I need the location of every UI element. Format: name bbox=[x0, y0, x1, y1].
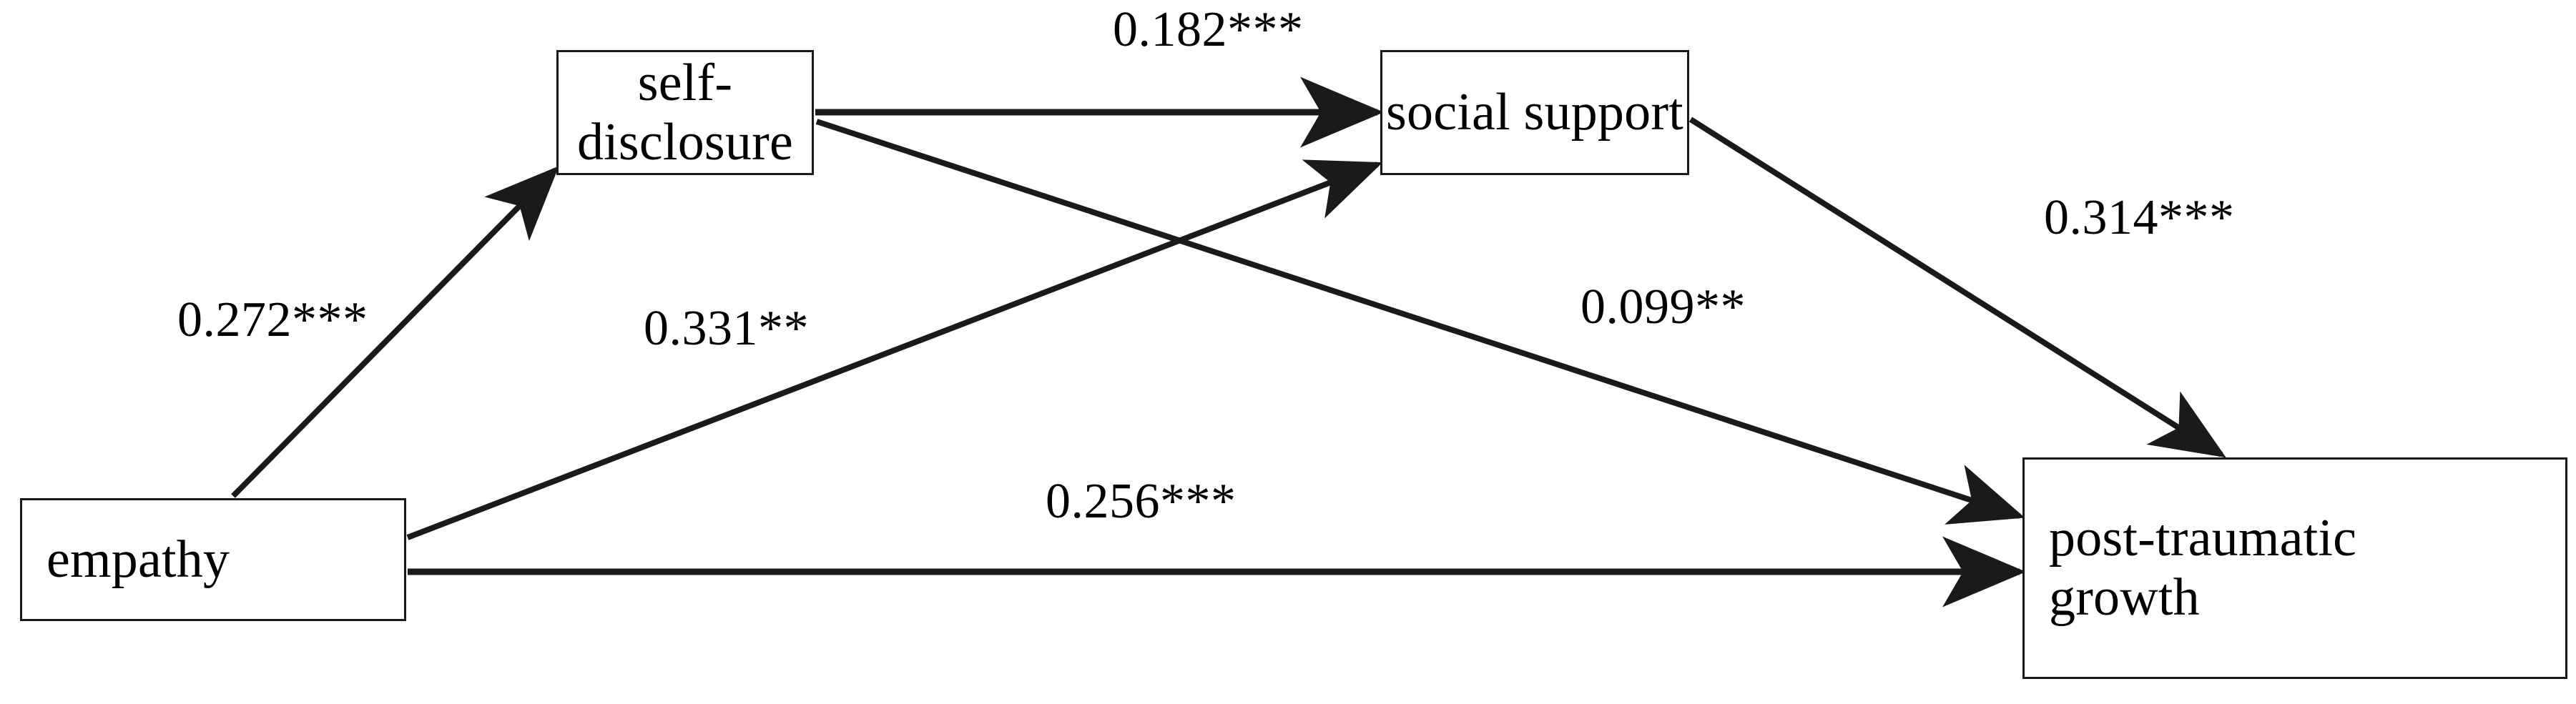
edge-label-self-disclosure-to-social-support: 0.182*** bbox=[1113, 2, 1304, 57]
edge-label-empathy-to-social-support: 0.331** bbox=[644, 301, 809, 356]
node-empathy[interactable]: empathy bbox=[20, 498, 406, 621]
edge-empathy-to-social-support bbox=[406, 159, 1383, 540]
node-self-disclosure[interactable]: self-disclosure bbox=[556, 50, 814, 175]
edge-empathy-to-self-disclosure bbox=[231, 166, 559, 498]
node-social-support-label: social support bbox=[1386, 83, 1683, 142]
edge-label-empathy-to-ptg: 0.256*** bbox=[1046, 474, 1237, 529]
edge-social-support-to-ptg bbox=[1688, 116, 2226, 458]
node-self-disclosure-label: self-disclosure bbox=[576, 53, 794, 172]
node-post-traumatic-growth-label: post-traumatic growth bbox=[2049, 509, 2357, 627]
node-social-support[interactable]: social support bbox=[1380, 50, 1689, 175]
edge-label-social-support-to-ptg: 0.314*** bbox=[2044, 190, 2235, 245]
edge-self-disclosure-to-ptg bbox=[815, 119, 2025, 525]
node-post-traumatic-growth[interactable]: post-traumatic growth bbox=[2022, 457, 2567, 679]
node-empathy-label: empathy bbox=[46, 530, 230, 589]
edge-label-empathy-to-self-disclosure: 0.272*** bbox=[177, 292, 368, 347]
edge-label-self-disclosure-to-ptg: 0.099** bbox=[1580, 279, 1746, 334]
